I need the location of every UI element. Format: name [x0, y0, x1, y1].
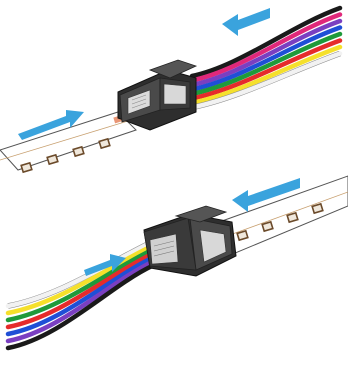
wires-bottom [5, 239, 155, 351]
bottom-panel [5, 175, 348, 351]
connector-bottom [143, 205, 237, 277]
wire [189, 5, 343, 79]
wire [5, 239, 155, 309]
wire [189, 12, 343, 83]
led-chip [72, 145, 85, 158]
wire [5, 243, 155, 316]
led-chip [236, 229, 249, 242]
wire [189, 44, 343, 106]
connector-top [117, 59, 198, 131]
wire [189, 25, 343, 92]
led-chips-bottom [236, 202, 324, 242]
led-chip [311, 202, 324, 215]
wire [5, 255, 155, 337]
led-strip-top [0, 111, 137, 174]
led-chip [98, 137, 111, 150]
wires-top [189, 5, 343, 111]
wire [5, 251, 155, 330]
wire [5, 259, 155, 344]
wire [5, 263, 155, 351]
wire [189, 38, 343, 101]
wire [189, 31, 343, 97]
wire [5, 247, 155, 323]
arrow-right-icon [18, 110, 84, 140]
led-chip [261, 220, 274, 233]
wire [189, 51, 343, 110]
arrow-left-icon [232, 178, 300, 212]
top-panel [0, 5, 343, 174]
led-chip [46, 153, 59, 166]
led-chips-top [20, 137, 111, 174]
arrow-right-icon [84, 254, 126, 276]
led-chip [20, 161, 33, 174]
arrow-left-icon [222, 8, 270, 36]
wire [189, 18, 343, 88]
led-chip [286, 211, 299, 224]
